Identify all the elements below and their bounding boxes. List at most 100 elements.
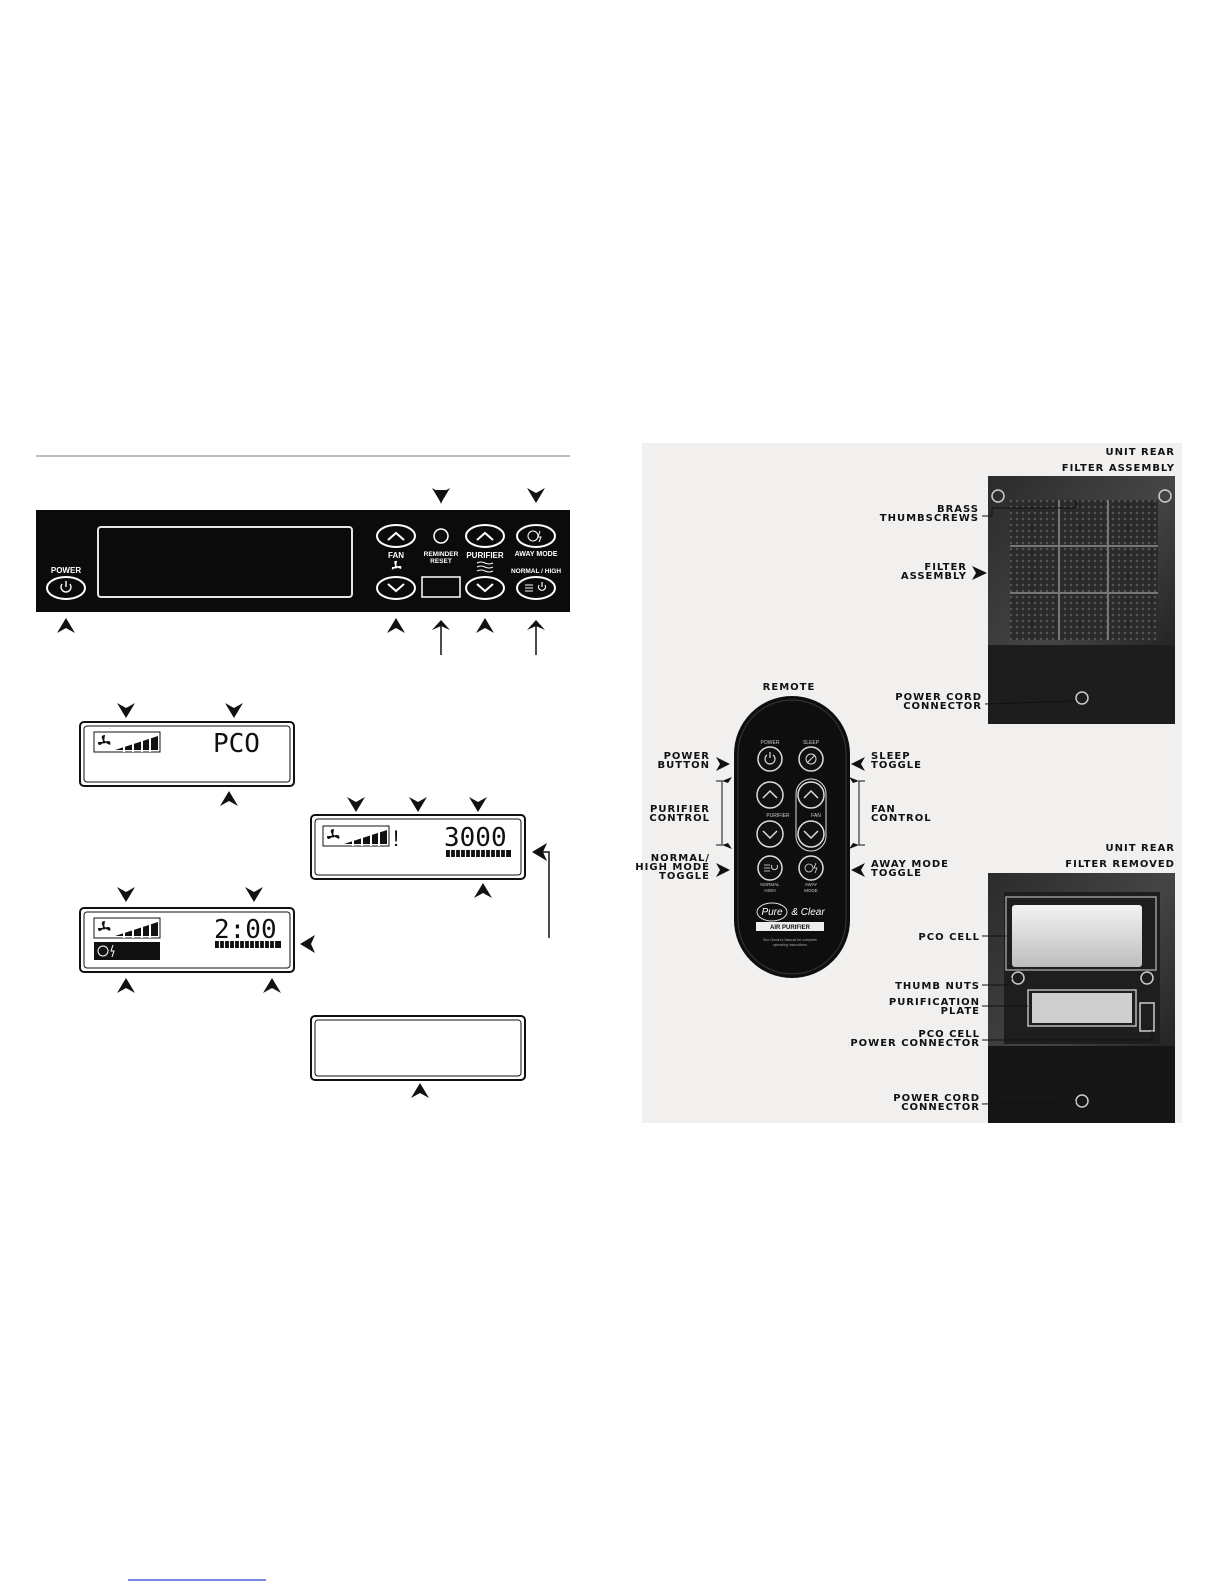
purifier-waves-icon	[476, 561, 494, 573]
chevron-down-icon	[762, 830, 778, 840]
remote-mode-label: MODE	[804, 888, 818, 893]
cord-connector	[1075, 691, 1089, 705]
remote-away-mode-button[interactable]	[798, 855, 824, 881]
reminder-indicator	[421, 576, 461, 598]
callout-arrow	[851, 757, 865, 771]
filter-life-bar	[446, 850, 511, 857]
remote-power-label: POWER	[761, 740, 780, 746]
plate-label: Plate	[941, 1006, 980, 1017]
brand-clear: & Clear	[791, 907, 825, 918]
remote-purifier-label: PURIFIER	[766, 813, 790, 819]
away-mode-callout-2: Toggle	[871, 868, 922, 879]
normal-high-callout-3: Toggle	[659, 871, 710, 882]
thumb-nuts-label: Thumb Nuts	[895, 981, 980, 992]
fan-icon	[327, 829, 340, 839]
remote-sleep-button[interactable]	[798, 746, 824, 772]
callout-arrow	[411, 1083, 429, 1098]
thumb-nut	[1140, 971, 1154, 985]
connector-label: Connector	[903, 701, 982, 712]
purifier-control-callout-1: Purifier	[650, 804, 710, 815]
brand-logo: Pure & Clear	[756, 902, 825, 922]
clock-icon	[804, 863, 814, 873]
leader-line	[982, 500, 1077, 517]
leader-line	[981, 1101, 1077, 1105]
normal-high-callout-1: Normal/	[651, 853, 710, 864]
leader-line	[982, 977, 1013, 986]
fan-down-button[interactable]	[376, 576, 416, 600]
remote-fan-up-button[interactable]	[797, 781, 825, 809]
waves-icon	[764, 864, 770, 872]
power-icon	[537, 582, 547, 591]
chevron-down-icon	[387, 583, 405, 593]
callout-bracket	[536, 851, 550, 938]
unit-rear-filter-removed-photo	[988, 873, 1175, 1123]
pco-readout: PCO	[213, 729, 260, 759]
remote-note-1: See Owner's Manual for complete	[763, 938, 817, 942]
pco-power-connector	[1139, 1002, 1155, 1032]
lcd-blank-screen	[310, 1015, 526, 1081]
assembly-label: Assembly	[901, 571, 967, 582]
sleep-icon	[805, 753, 817, 765]
power-icon	[60, 581, 72, 593]
fan-control-callout-1: Fan	[871, 804, 896, 815]
filter-assembly-title: Filter Assembly	[1062, 463, 1175, 474]
chevron-up-icon	[476, 531, 494, 541]
unit-rear-filter-assembly-photo	[988, 476, 1175, 724]
remote-fan-down-button[interactable]	[797, 820, 825, 848]
remote-purifier-down-button[interactable]	[756, 820, 784, 848]
bolt-icon	[813, 862, 818, 874]
fan-icon	[98, 921, 111, 931]
timer-readout: 2:00	[214, 915, 277, 945]
leader-line	[984, 700, 1077, 705]
remote-sleep-label: SLEEP	[803, 740, 820, 746]
pco-cell-label: PCO Cell	[918, 932, 980, 943]
callout-arrows-below	[57, 618, 545, 633]
power-button-callout-2: Button	[658, 760, 710, 771]
remote-fan-label: FAN	[811, 813, 821, 819]
away-mode-label: AWAY MODE	[515, 551, 558, 558]
power-button[interactable]	[46, 576, 86, 600]
purification-plate	[1032, 993, 1132, 1023]
sleep-toggle-callout-1: Sleep	[871, 751, 911, 762]
remote-normal-high-button[interactable]	[757, 855, 783, 881]
callout-arrow	[716, 757, 730, 771]
power-button-callout-1: Power	[664, 751, 710, 762]
remote-heading: Remote	[763, 682, 816, 693]
remote-power-button[interactable]	[757, 746, 783, 772]
brass-label: Brass	[937, 504, 979, 515]
filter-warning: !	[393, 826, 399, 851]
chevron-up-icon	[387, 531, 405, 541]
chevron-down-icon	[803, 830, 819, 840]
remote-away-label: AWAY	[805, 882, 818, 887]
purifier-down-button[interactable]	[465, 576, 505, 600]
normal-high-button[interactable]	[516, 576, 556, 600]
bolt-icon	[110, 944, 115, 958]
fan-label: FAN	[388, 551, 404, 560]
fan-control-callout-2: Control	[871, 813, 932, 824]
callout-bracket	[716, 780, 723, 846]
callout-arrow	[851, 863, 865, 877]
fan-up-button[interactable]	[376, 524, 416, 548]
purifier-control-callout-2: Control	[649, 813, 710, 824]
callout-arrows-lcd3	[117, 887, 315, 993]
reminder-reset-button[interactable]	[433, 528, 449, 544]
unit-rear-title-2: Unit Rear	[1106, 843, 1175, 854]
away-mode-button[interactable]	[516, 524, 556, 548]
fan-speed-meter	[322, 825, 390, 847]
lcd-pco-screen: PCO	[79, 721, 295, 787]
airflow-readout: 3000	[444, 823, 507, 853]
leader-line	[982, 1031, 1153, 1041]
away-mode-callout-1: Away Mode	[871, 859, 949, 870]
waves-icon	[525, 584, 533, 592]
product-badge	[756, 922, 824, 931]
lcd-timer-screen: 2:00	[79, 907, 295, 973]
callout-arrow	[716, 863, 730, 877]
bolt-icon	[537, 530, 542, 543]
remote-note-2: operating instructions	[773, 943, 807, 947]
cord-connector	[1075, 1094, 1089, 1108]
chevron-up-icon	[762, 789, 778, 799]
power-label: POWER	[51, 566, 81, 575]
callout-bracket	[858, 780, 865, 846]
remote-purifier-up-button[interactable]	[756, 781, 784, 809]
purifier-up-button[interactable]	[465, 524, 505, 548]
